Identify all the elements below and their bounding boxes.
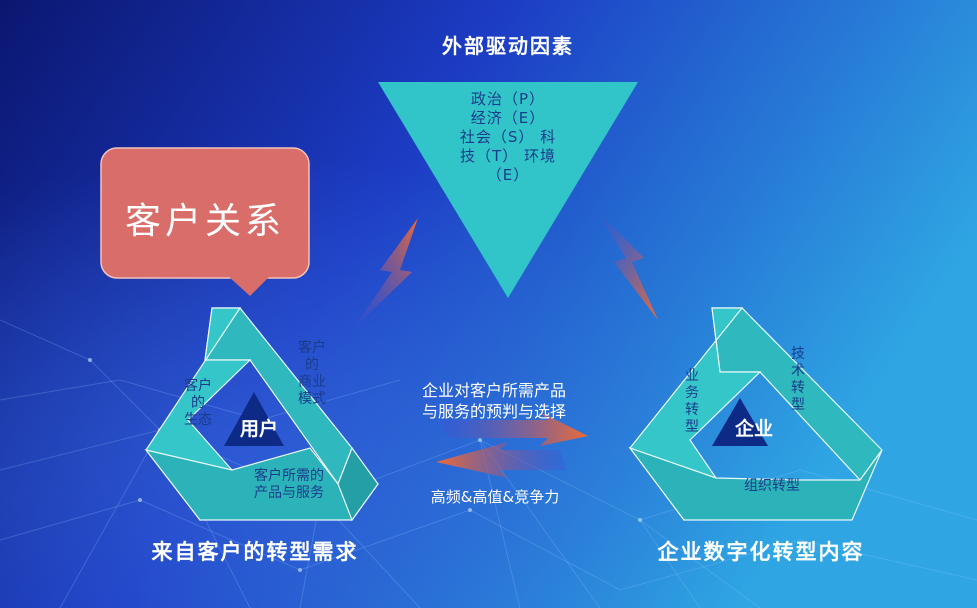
seg-line: 客户 (298, 340, 326, 356)
arrow-to-left-middle (436, 442, 566, 478)
seg-line: 术 (791, 363, 805, 379)
seg-line: 的 (305, 357, 319, 373)
middle-line: 企业对客户所需产品 (421, 381, 566, 400)
enterprise-seg-bottom-shape (628, 446, 883, 521)
seg-line: 客户 (184, 378, 212, 394)
arrow-top-to-right (596, 210, 658, 320)
customer-relationship-callout (100, 147, 310, 296)
enterprise-triangle (628, 307, 883, 521)
seg-line: 转 (685, 402, 699, 418)
seg-line: 型 (685, 419, 699, 435)
enterprise-seg-left-text: 业 务 转 型 (678, 368, 706, 436)
external-drivers-title: 外部驱动因素 (442, 34, 574, 58)
seg-line: 务 (685, 385, 699, 401)
middle-line: 与服务的预判与选择 (421, 402, 566, 421)
enterprise-caption: 企业数字化转型内容 (657, 540, 865, 564)
driver-line: （E） (486, 166, 530, 184)
seg-line: 客户所需的 (254, 468, 324, 484)
driver-line: 经济（E） (470, 109, 546, 127)
arrow-to-right-middle (440, 412, 588, 446)
enterprise-center-hole (712, 398, 768, 446)
seg-line: 的 (191, 395, 205, 411)
seg-line: 技 (791, 346, 805, 362)
customer-relationship-label: 客户关系 (124, 201, 285, 242)
driver-line: 技（T） 环境 (460, 147, 556, 165)
driver-line: 社会（S） 科 (459, 128, 557, 146)
user-seg-left-text: 客户 的 生态 (178, 378, 218, 429)
external-drivers-list: 政治（P） 经济（E） 社会（S） 科 技（T） 环境 （E） (418, 90, 598, 185)
user-center-label: 用户 (240, 418, 279, 440)
seg-line: 产品与服务 (254, 485, 324, 501)
middle-bottom-label: 高频&高值&竞争力 (430, 488, 560, 506)
seg-line: 模式 (298, 391, 326, 407)
driver-line: 政治（P） (470, 90, 546, 108)
user-caption: 来自客户的转型需求 (151, 540, 359, 564)
seg-line: 型 (791, 397, 805, 413)
enterprise-center-label: 企业 (735, 418, 774, 440)
enterprise-seg-bottom-text: 组织转型 (744, 478, 800, 494)
arrow-left-to-top (352, 218, 418, 330)
user-seg-right-text: 客户 的 商业 模式 (292, 340, 332, 408)
seg-line: 业 (685, 368, 699, 384)
user-triangle (144, 307, 380, 522)
seg-line: 转 (791, 380, 805, 396)
middle-description: 企业对客户所需产品 与服务的预判与选择 (396, 380, 592, 422)
external-drivers-triangle (378, 82, 638, 298)
user-center-hole (224, 392, 284, 446)
user-seg-bottom-text: 客户所需的 产品与服务 (234, 468, 344, 502)
seg-line: 商业 (298, 374, 326, 390)
enterprise-seg-right-text: 技 术 转 型 (784, 346, 812, 414)
seg-line: 生态 (184, 412, 212, 428)
